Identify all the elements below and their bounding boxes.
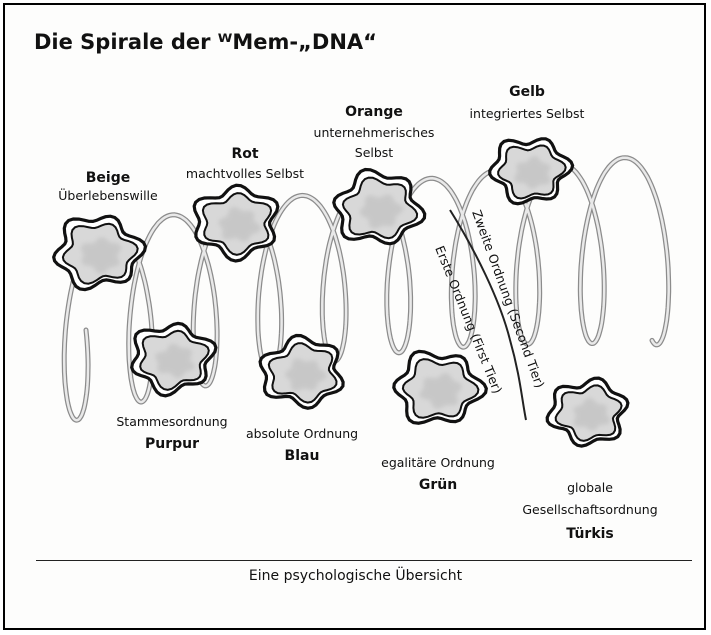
meme-rot-name: Rot [231,146,258,162]
meme-purpur-name: Purpur [145,436,199,452]
meme-orange-description-line1: unternehmerisches [314,125,435,140]
meme-gruen-name: Grün [419,477,457,493]
blob-orange [334,170,425,244]
blob-gelb [490,139,573,204]
meme-blau-description: absolute Ordnung [246,426,358,441]
meme-purpur-description: Stammesordnung [116,414,227,429]
meme-rot-description: machtvolles Selbst [186,166,304,181]
blob-gruen [394,351,487,423]
meme-orange-name: Orange [345,104,403,120]
meme-tuerkis-description-line1: globale [567,480,613,495]
meme-beige-description: Überlebenswille [58,187,158,203]
meme-beige-name: Beige [86,170,130,186]
meme-gelb-name: Gelb [509,84,545,100]
figure-caption: Eine psychologische Übersicht [0,568,711,584]
caption-divider [36,560,692,561]
blob-beige [54,216,146,289]
meme-orange-description-line2: Selbst [355,145,394,160]
meme-tuerkis-name: Türkis [566,526,614,542]
blob-tuerkis [547,378,628,446]
meme-gelb-description: integriertes Selbst [470,106,585,121]
blob-blau [260,336,343,409]
meme-blau-name: Blau [285,448,320,464]
meme-tuerkis-description-line2: Gesellschaftsordnung [522,502,657,517]
meme-gruen-description: egalitäre Ordnung [381,455,495,470]
